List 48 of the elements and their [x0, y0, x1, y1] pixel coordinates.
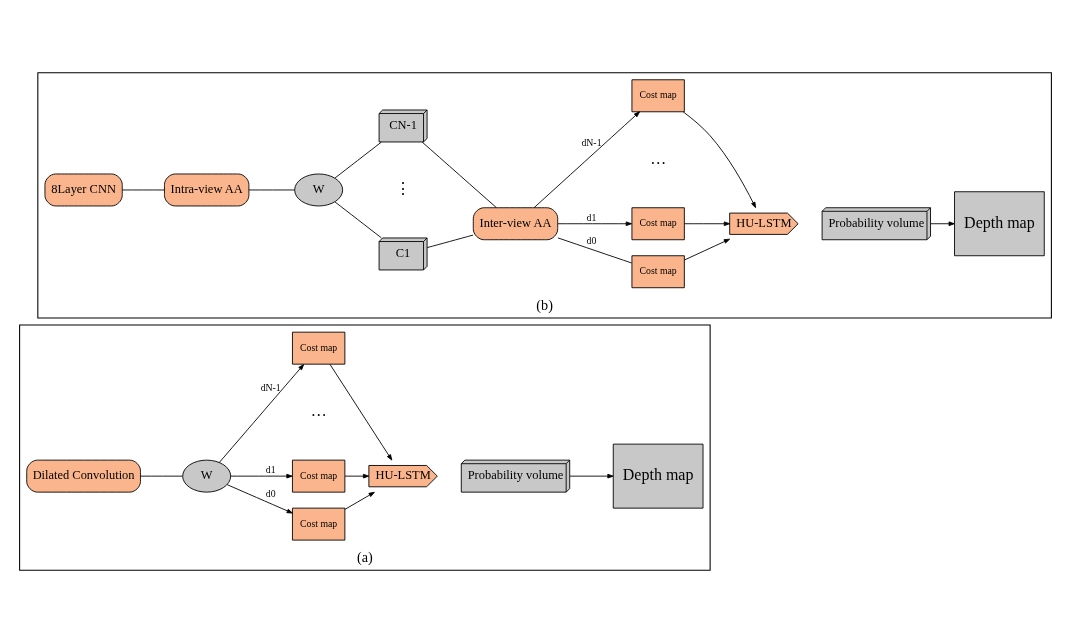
- edge-label: dN-1: [260, 381, 281, 393]
- connector: [426, 234, 474, 248]
- node-label: (b): [536, 296, 553, 313]
- connector: [334, 201, 382, 238]
- node-label: (a): [356, 548, 373, 565]
- connector: [140, 475, 183, 477]
- arrow: [329, 363, 393, 460]
- arrow: [930, 220, 955, 226]
- node-box: Depth map: [954, 190, 1045, 256]
- node-box: Cost map: [631, 254, 685, 288]
- arrow: [533, 110, 640, 208]
- arrow: [684, 220, 731, 226]
- arrow: [569, 473, 614, 478]
- node-box: Intra-view AA: [164, 173, 250, 206]
- label: …: [650, 149, 667, 167]
- arrow: [557, 220, 632, 226]
- arrow: [684, 238, 731, 260]
- label: …: [310, 401, 327, 419]
- arrow: [344, 473, 370, 478]
- node-box: Cost map: [292, 331, 346, 365]
- edge-label: d0: [265, 487, 276, 499]
- edge-label: d1: [586, 211, 597, 223]
- cluster: [19, 324, 711, 571]
- node-box: 8Layer CNN: [44, 173, 123, 206]
- arrow: [230, 473, 293, 478]
- connector: [557, 236, 632, 263]
- connector: [248, 189, 295, 190]
- node-box: Cost map: [292, 507, 346, 541]
- arrow: [226, 483, 293, 514]
- cluster: [37, 71, 1052, 318]
- arrow: [218, 363, 305, 463]
- node-box: Cost map: [631, 78, 685, 112]
- node-box: Dilated Convolution: [26, 459, 141, 493]
- arrow: [682, 110, 757, 208]
- node-ellipse: W: [294, 173, 344, 206]
- connector: [421, 141, 497, 208]
- node-box: Cost map: [631, 206, 685, 240]
- edge-label: d1: [265, 463, 276, 475]
- connector: [122, 189, 165, 190]
- connector: [334, 141, 382, 178]
- node-ellipse: W: [182, 459, 232, 493]
- edge-label: dN-1: [581, 136, 602, 148]
- node-box: Inter-view AA: [472, 206, 559, 240]
- edge-label: d0: [586, 234, 597, 246]
- node-box: Cost map: [292, 459, 346, 493]
- node-box: Depth map: [612, 443, 704, 509]
- arrow: [344, 491, 375, 510]
- label: ⋮: [395, 179, 412, 197]
